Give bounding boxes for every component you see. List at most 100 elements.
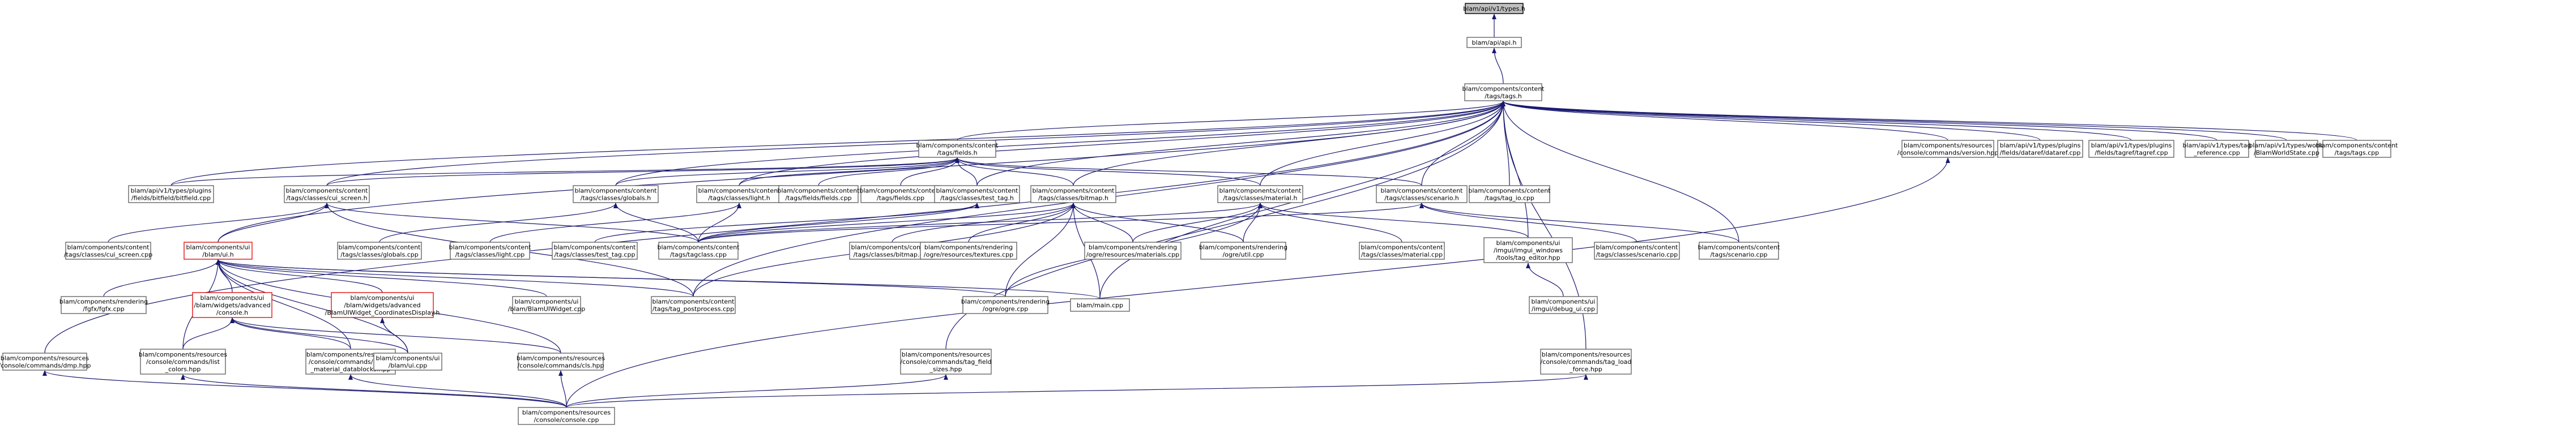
- node-box: [284, 185, 370, 203]
- graph-node-bitmap-h[interactable]: blam/components/content/tags/classes/bit…: [1030, 185, 1116, 203]
- node-label-line: /tags/scenario.cpp: [1710, 251, 1767, 259]
- node-box: [337, 242, 422, 260]
- graph-node-api-h[interactable]: blam/api/api.h: [1466, 37, 1522, 48]
- node-box: [658, 242, 739, 260]
- graph-node-fgfx-cpp[interactable]: blam/components/rendering/fgfx/fgfx.cpp: [59, 296, 148, 314]
- node-label-line: blam/api/v1/types/world: [2249, 142, 2324, 149]
- node-label-line: blam/components/rendering: [59, 298, 148, 306]
- node-label-line: blam/components/content: [575, 187, 658, 195]
- graph-node-main-cpp[interactable]: blam/main.cpp: [1070, 298, 1130, 312]
- graph-node-tagref-cpp[interactable]: blam/api/v1/types/plugins/fields/tagref/…: [2088, 140, 2174, 158]
- graph-node-ui-h[interactable]: blam/components/ui/blam/ui.h: [184, 242, 253, 260]
- edge-test-tag-cpp-to-test-tag-h: [594, 203, 979, 243]
- graph-node-fields-h[interactable]: blam/components/content/tags/fields.h: [916, 140, 999, 158]
- node-label-line: /tags/tag_postprocess.cpp: [652, 306, 734, 313]
- node-box: [140, 349, 226, 375]
- node-box: [1464, 83, 1542, 101]
- edge-ui-cpp-to-console-h: [230, 317, 408, 354]
- graph-node-tags-cpp[interactable]: blam/components/content/tags/tags.cpp: [2316, 140, 2399, 158]
- graph-node-tag-field-sizes-hpp[interactable]: blam/components/resources/console/comman…: [900, 349, 992, 375]
- node-box: [331, 292, 434, 318]
- graph-node-tag-io-cpp[interactable]: blam/components/content/tags/tag_io.cpp: [1469, 185, 1551, 203]
- graph-node-test-tag-cpp[interactable]: blam/components/content/tags/classes/tes…: [552, 242, 638, 260]
- graph-node-material-h[interactable]: blam/components/content/tags/classes/mat…: [1217, 185, 1303, 203]
- graph-node-tags-scenario-cpp[interactable]: blam/components/content/tags/scenario.cp…: [1698, 242, 1781, 260]
- graph-node-test-tag-h[interactable]: blam/components/content/tags/classes/tes…: [934, 185, 1020, 203]
- edge-textures-cpp-to-bitmap-h: [968, 203, 1076, 243]
- node-label-line: /tags/classes/cui_screen.cpp: [64, 251, 152, 259]
- graph-node-textures-cpp[interactable]: blam/components/rendering/ogre/resources…: [920, 242, 1017, 260]
- graph-node-tag-reference-cpp[interactable]: blam/api/v1/types/tag_reference.cpp: [2183, 140, 2251, 158]
- graph-node-fields-cpp[interactable]: blam/components/content/tags/fields.cpp: [860, 185, 942, 203]
- node-label-line: blam/components/content: [860, 187, 942, 195]
- graph-node-console-cpp[interactable]: blam/components/resources/console/consol…: [518, 407, 615, 425]
- node-label-line: /console/commands/version.hpp: [1897, 149, 1999, 157]
- graph-node-types-h[interactable]: blam/api/v1/types.h: [1463, 3, 1525, 14]
- graph-node-dataref-cpp[interactable]: blam/api/v1/types/plugins/fields/dataref…: [1997, 140, 2083, 158]
- edge-bitmap-h-to-fields-h: [955, 157, 1074, 186]
- edge-ui-h-to-tags-h: [217, 101, 1505, 243]
- graph-node-globals-h[interactable]: blam/components/content/tags/classes/glo…: [573, 185, 659, 203]
- node-label-line: /tags/classes/scenario.cpp: [1596, 251, 1678, 259]
- node-label-line: /console/commands/reload: [309, 358, 393, 366]
- node-label-line: /tags/classes/material.cpp: [1361, 251, 1443, 259]
- graph-node-scenario-cpp[interactable]: blam/components/content/tags/classes/sce…: [1594, 242, 1680, 260]
- edge-tag-class-cpp-to-globals-h: [613, 203, 699, 243]
- graph-node-ui-cpp[interactable]: blam/components/ui/blam/ui.cpp: [373, 353, 442, 371]
- node-label-line: blam/components/content: [652, 298, 735, 306]
- graph-node-tag-class-cpp[interactable]: blam/components/content/tags/tagclass.cp…: [658, 242, 740, 260]
- edge-list-colors-hpp-to-console-h: [182, 317, 234, 350]
- graph-node-tagfields-cpp[interactable]: blam/components/content/tags/fields/fiel…: [778, 185, 860, 203]
- node-label-line: /tags/fields.cpp: [877, 195, 924, 202]
- node-label-line: blam/components/rendering: [924, 244, 1013, 251]
- graph-node-tag-load-force-hpp[interactable]: blam/components/resources/console/comman…: [1540, 349, 1632, 375]
- graph-node-light-cpp[interactable]: blam/components/content/tags/classes/lig…: [449, 242, 532, 260]
- edge-console-cpp-to-reload-hpp: [348, 374, 567, 408]
- node-box: [450, 242, 530, 260]
- edge-globals-cpp-to-globals-h: [379, 203, 618, 243]
- edge-tags-scenario-cpp-to-scenario-h: [1419, 203, 1739, 243]
- node-box: [1540, 349, 1632, 375]
- node-box: [934, 185, 1020, 203]
- edge-ui-h-to-cui-screen-h: [217, 203, 329, 243]
- node-box: [2, 353, 87, 371]
- graph-node-version-hpp[interactable]: blam/components/resources/console/comman…: [1897, 140, 1999, 158]
- graph-node-uiwidget-cpp[interactable]: blam/components/ui/blam/BlamUIWidget.cpp: [508, 296, 586, 314]
- graph-node-scenario-h[interactable]: blam/components/content/tags/classes/sce…: [1376, 185, 1468, 203]
- graph-node-materials-cpp[interactable]: blam/components/rendering/ogre/resources…: [1084, 242, 1182, 260]
- graph-node-console-h[interactable]: blam/components/ui/blam/widgets/advanced…: [192, 292, 272, 318]
- graph-node-worldstate-cpp[interactable]: blam/api/v1/types/world/BlamWorldState.c…: [2249, 140, 2325, 158]
- node-box: [696, 185, 782, 203]
- node-label-line: blam/components/content: [851, 244, 934, 251]
- graph-node-dmp-hpp[interactable]: blam/components/resources/console/comman…: [0, 353, 91, 371]
- node-box: [651, 296, 736, 314]
- node-label-line: /tags/tags.h: [1485, 93, 1521, 100]
- graph-node-coords-h[interactable]: blam/components/ui/blam/widgets/advanced…: [325, 292, 440, 318]
- node-label-line: blam/components/content: [778, 187, 860, 195]
- node-label-line: blam/components/content: [1469, 187, 1551, 195]
- graph-node-ogre-util-cpp[interactable]: blam/components/rendering/ogre/util.cpp: [1199, 242, 1287, 260]
- graph-node-list-colors-hpp[interactable]: blam/components/resources/console/comman…: [139, 349, 227, 375]
- edge-fields-h-to-tags-h: [957, 101, 1505, 141]
- edge-tag-class-cpp-to-material-h: [698, 203, 1263, 243]
- graph-node-tag-postprocess-cpp[interactable]: blam/components/content/tags/tag_postpro…: [651, 296, 736, 314]
- graph-node-cui-screen-h[interactable]: blam/components/content/tags/classes/cui…: [284, 185, 370, 203]
- graph-node-tag-editor-hpp[interactable]: blam/components/ui/imgui/imgui_windows/t…: [1483, 237, 1573, 263]
- graph-node-ogre-cpp[interactable]: blam/components/rendering/ogre/ogre.cpp: [961, 296, 1050, 314]
- graph-node-bitfield-cpp[interactable]: blam/api/v1/types/plugins/fields/bitfiel…: [128, 185, 214, 203]
- edge-material-cpp-to-material-h: [1258, 203, 1402, 243]
- graph-node-debug-ui-cpp[interactable]: blam/components/ui/imgui/debug_ui.cpp: [1529, 296, 1598, 314]
- node-box: [1084, 242, 1182, 260]
- graph-node-cls-hpp[interactable]: blam/components/resources/console/comman…: [517, 353, 605, 371]
- edge-scenario-h-to-tags-h: [1421, 101, 1505, 186]
- node-label-line: /tools/tag_editor.hpp: [1496, 254, 1560, 261]
- graph-node-material-cpp[interactable]: blam/components/content/tags/classes/mat…: [1359, 242, 1445, 260]
- graph-node-tags-h[interactable]: blam/components/content/tags/tags.h: [1462, 83, 1545, 101]
- node-label-line: blam/api/v1/types/tag: [2183, 142, 2251, 149]
- graph-node-light-h[interactable]: blam/components/content/tags/classes/lig…: [696, 185, 782, 203]
- graph-node-globals-cpp[interactable]: blam/components/content/tags/classes/glo…: [337, 242, 422, 260]
- node-label-line: blam/components/content: [1361, 244, 1444, 251]
- node-box: [962, 296, 1048, 314]
- edge-fields-cpp-to-fields-h: [900, 157, 959, 186]
- graph-node-cui-screen-cpp[interactable]: blam/components/content/tags/classes/cui…: [64, 242, 152, 260]
